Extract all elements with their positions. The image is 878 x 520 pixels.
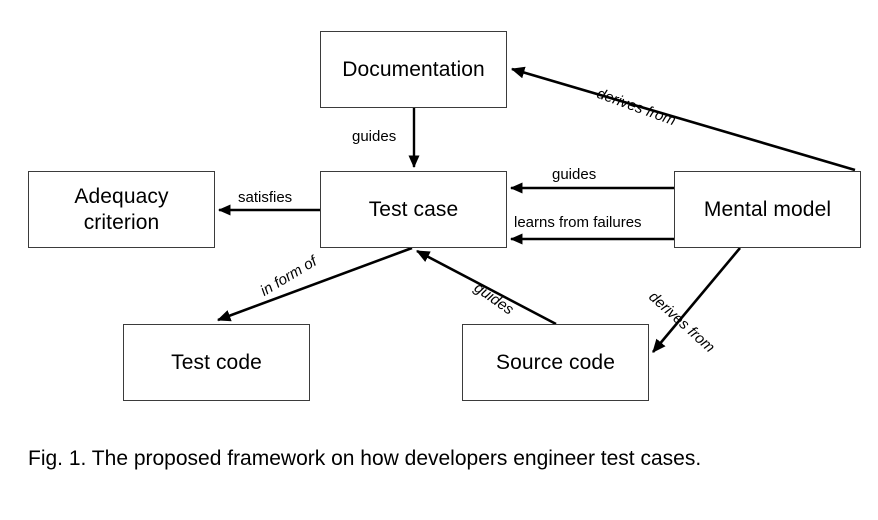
node-label: Source code bbox=[495, 350, 615, 374]
node-label: Mental model bbox=[703, 197, 832, 221]
edge-label-guides-documentation: guides bbox=[352, 128, 397, 145]
node-label: Test case bbox=[368, 197, 459, 221]
edge-line-test-case-to-test-code bbox=[216, 246, 413, 322]
figure-caption: Fig. 1. The proposed framework on how de… bbox=[28, 447, 702, 470]
node-test-code[interactable]: Test code bbox=[123, 324, 310, 401]
edge-label-satisfies: satisfies bbox=[238, 189, 293, 206]
node-mental-model[interactable]: Mental model bbox=[674, 171, 861, 248]
node-test-case[interactable]: Test case bbox=[320, 171, 507, 248]
edge-label-learns-from-failures: learns from failures bbox=[514, 214, 642, 231]
node-source-code[interactable]: Source code bbox=[462, 324, 649, 401]
node-label: Documentation bbox=[342, 57, 485, 81]
edge-line-source-code-to-test-case bbox=[416, 249, 557, 326]
edge-line-mental-to-source-code bbox=[652, 247, 741, 353]
node-label: Test code bbox=[171, 350, 262, 374]
node-documentation[interactable]: Documentation bbox=[320, 31, 507, 108]
edge-label-guides-mental: guides bbox=[552, 166, 597, 183]
edge-line-mental-to-documentation bbox=[510, 66, 856, 172]
